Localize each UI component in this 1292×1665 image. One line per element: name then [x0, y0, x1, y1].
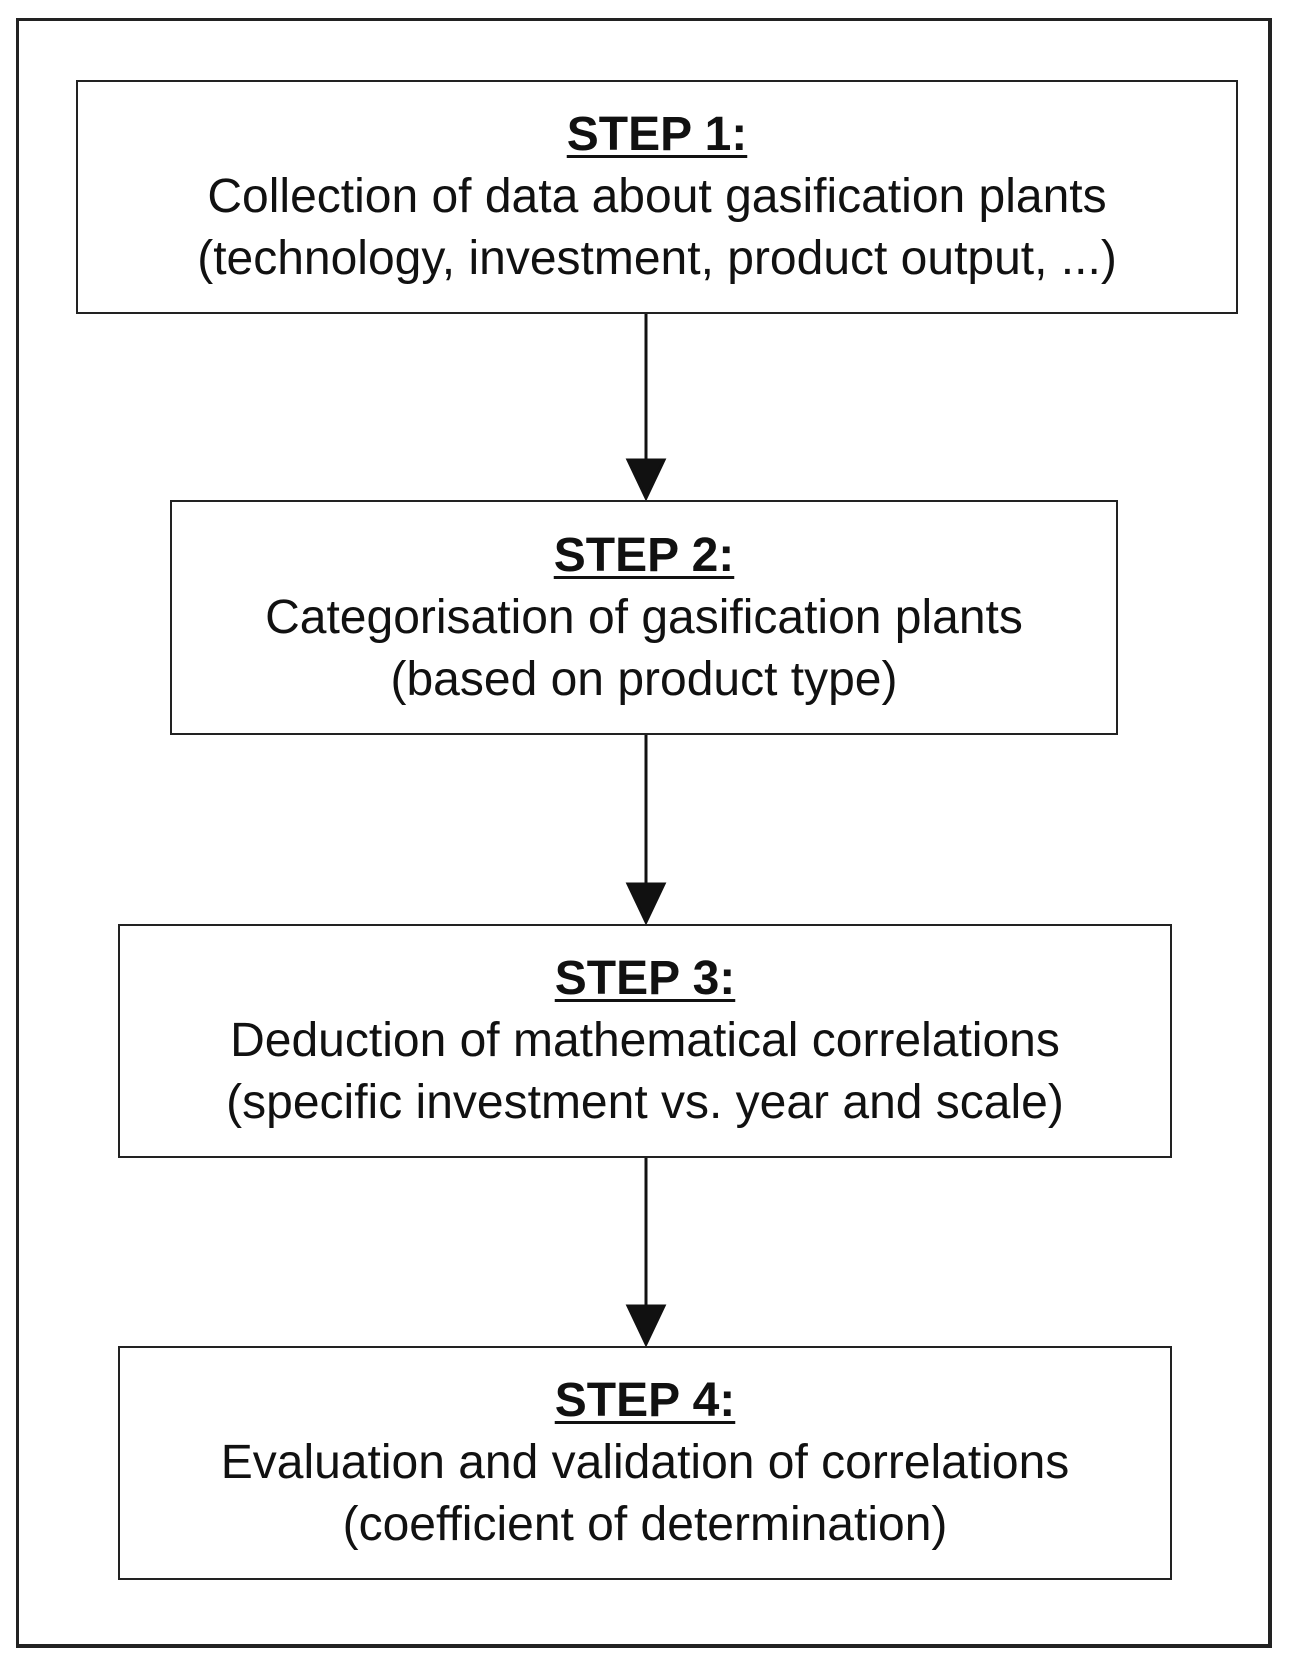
step-4-title: STEP 4:	[554, 1374, 736, 1427]
step-4-detail: (coefficient of determination)	[342, 1498, 948, 1551]
step-3-detail: (specific investment vs. year and scale)	[226, 1076, 1064, 1129]
step-1-box: STEP 1: Collection of data about gasific…	[76, 80, 1238, 314]
step-1-detail: (technology, investment, product output,…	[197, 232, 1117, 285]
step-3-box: STEP 3: Deduction of mathematical correl…	[118, 924, 1172, 1158]
step-4-description: Evaluation and validation of correlation…	[220, 1436, 1070, 1489]
step-2-description: Categorisation of gasification plants	[265, 590, 1023, 644]
step-3-description: Deduction of mathematical correlations	[230, 1014, 1060, 1067]
step-3-title: STEP 3:	[554, 952, 736, 1005]
step-1-title: STEP 1:	[566, 108, 748, 161]
step-4-box: STEP 4: Evaluation and validation of cor…	[118, 1346, 1172, 1580]
step-2-box: STEP 2: Categorisation of gasification p…	[170, 500, 1118, 735]
step-2-title: STEP 2:	[553, 528, 735, 582]
step-1-description: Collection of data about gasification pl…	[207, 170, 1107, 223]
step-2-detail: (based on product type)	[390, 652, 898, 706]
